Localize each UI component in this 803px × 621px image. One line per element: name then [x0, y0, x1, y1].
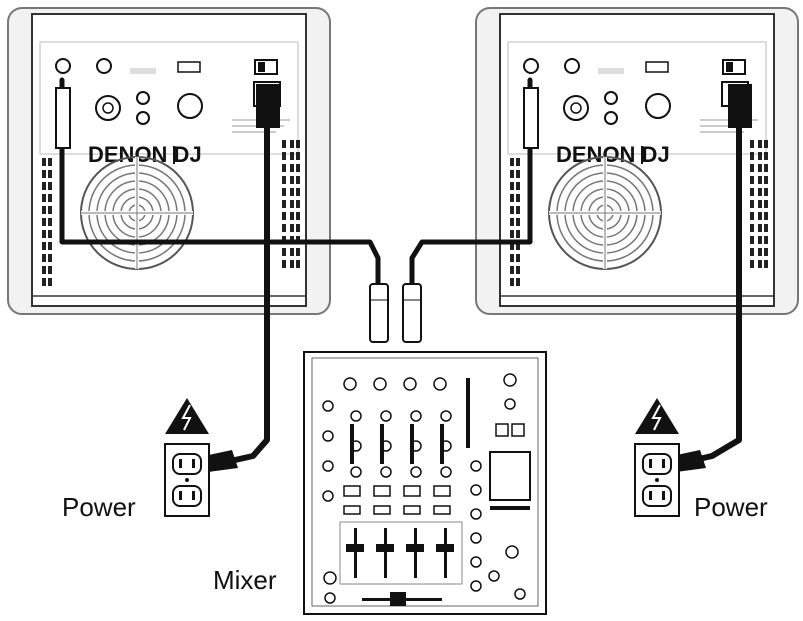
- power-label-left: Power: [62, 492, 136, 522]
- speaker-fan-grille-icon: [79, 155, 195, 271]
- left-speaker: DENON DJ: [7, 7, 331, 315]
- mixer: [303, 351, 547, 615]
- xlr-plug-icon: [55, 87, 539, 343]
- right-speaker: DENON DJ: [475, 7, 799, 315]
- speaker-brand-logo: DENON DJ: [556, 142, 670, 167]
- speaker-fan-grille-icon: [547, 155, 663, 271]
- power-outlet-icon: [164, 443, 210, 517]
- power-outlet-icon: [634, 443, 680, 517]
- mixer-label: Mixer: [213, 565, 277, 595]
- power-plug: [204, 84, 752, 472]
- high-voltage-warning-icon: [164, 397, 210, 435]
- audio-cables: [59, 77, 533, 289]
- high-voltage-warning-icon: [634, 397, 680, 435]
- speaker-brand-logo: DENON DJ: [88, 142, 202, 167]
- power-label-right: Power: [694, 492, 768, 522]
